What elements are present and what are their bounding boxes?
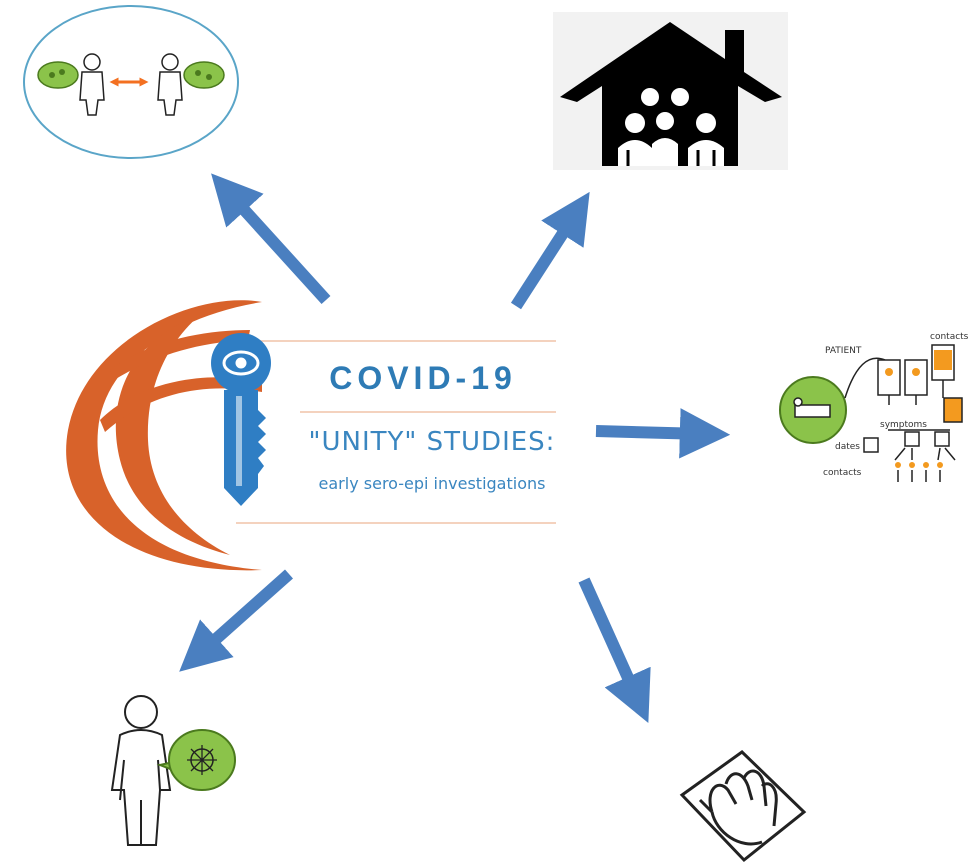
- key-eye-icon: [211, 333, 271, 506]
- contacts-label: contacts: [930, 332, 969, 342]
- household-icon: [553, 12, 788, 170]
- people-exchange-icon: [23, 5, 239, 159]
- person-virus-icon: [110, 695, 236, 846]
- arrow-to-household: [510, 191, 590, 310]
- symptoms-label: symptoms: [880, 420, 927, 430]
- title-tagline: early sero-epi investigations: [318, 474, 546, 493]
- patient-label: PATIENT: [825, 346, 862, 356]
- arrow-to-person-virus: [179, 569, 293, 672]
- title-main: COVID-19: [329, 360, 517, 396]
- hand-surface-icon: [679, 750, 807, 863]
- contact-tracing-icon: [779, 344, 963, 482]
- arrow-to-surface: [578, 577, 651, 723]
- dates-label: dates: [835, 442, 860, 452]
- title-subtitle: "UNITY" STUDIES:: [308, 427, 556, 457]
- arrow-to-distancing: [211, 173, 331, 305]
- contacts-bottom-label: contacts: [823, 468, 862, 478]
- arrows: [179, 173, 731, 723]
- arrow-to-contact-tracing: [595, 408, 731, 459]
- title-panel-lines: [236, 340, 556, 524]
